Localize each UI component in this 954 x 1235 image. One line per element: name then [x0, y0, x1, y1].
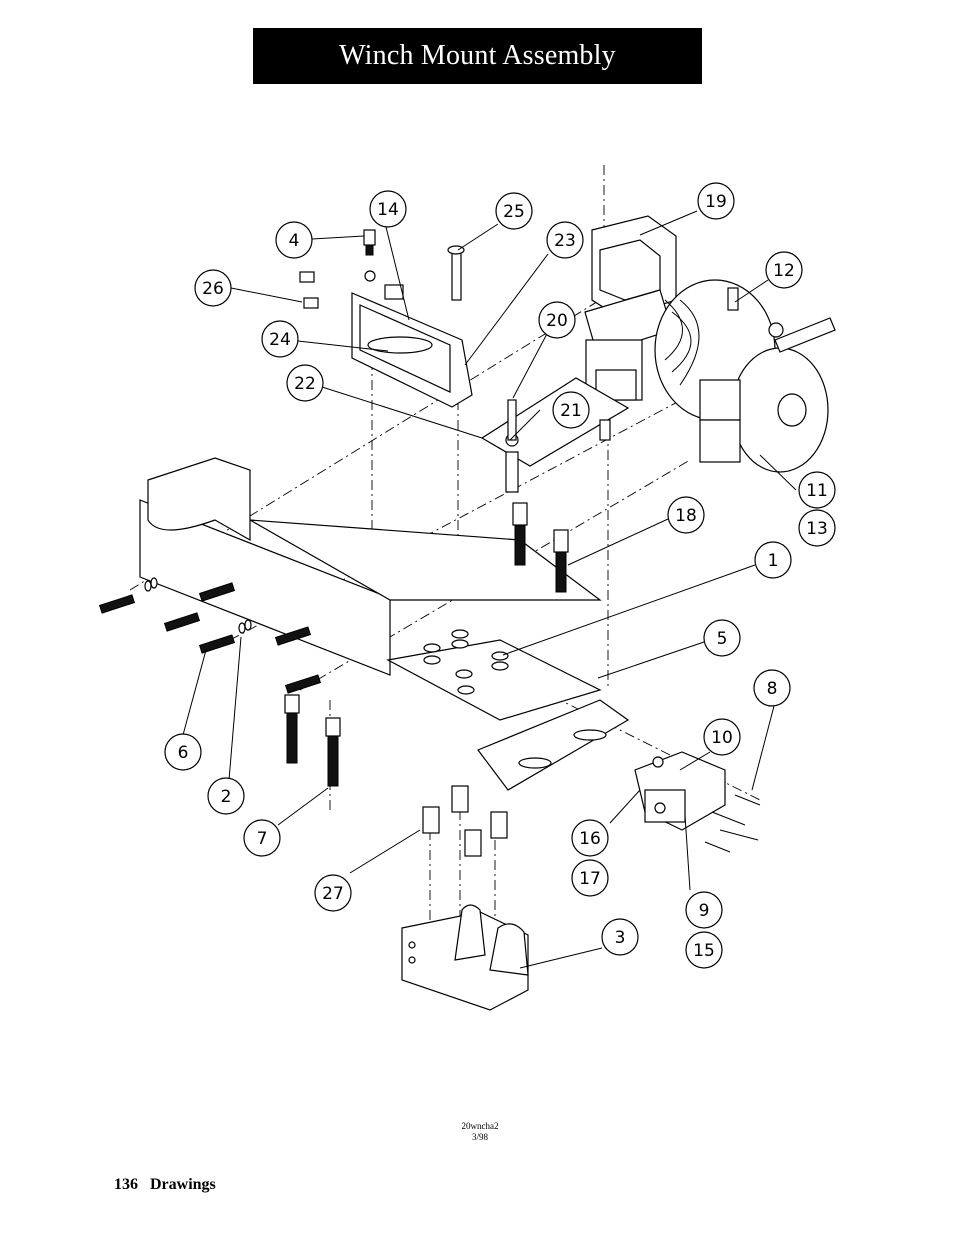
page-title: Winch Mount Assembly	[339, 40, 616, 71]
callout-6: 6	[164, 733, 202, 771]
callout-4: 4	[275, 221, 313, 259]
callout-22: 22	[286, 364, 324, 402]
callout-15: 15	[685, 931, 723, 969]
svg-text:27: 27	[322, 884, 344, 904]
callout-16: 16	[571, 819, 609, 857]
callout-2: 2	[207, 777, 245, 815]
svg-text:8: 8	[767, 679, 778, 699]
svg-text:24: 24	[269, 330, 291, 350]
callout-21: 21	[552, 391, 590, 429]
page-footer: 136 Drawings	[114, 1176, 224, 1194]
svg-text:4: 4	[289, 231, 300, 251]
svg-text:18: 18	[675, 506, 697, 526]
callout-labels: 4 14 25 23 19 12 26 20 24 22 21 11 13 18…	[164, 182, 836, 969]
svg-text:22: 22	[294, 374, 316, 394]
callout-13: 13	[798, 509, 836, 547]
winch-bracket-part	[351, 284, 473, 408]
washers	[144, 577, 509, 695]
callout-23: 23	[546, 221, 584, 259]
drawing-code: 20wncha2 3/98	[400, 1121, 560, 1143]
callout-19: 19	[697, 182, 735, 220]
long-bolts	[98, 502, 569, 787]
svg-text:23: 23	[554, 231, 576, 251]
svg-text:21: 21	[560, 401, 582, 421]
title-bar: Winch Mount Assembly	[253, 28, 702, 84]
mount-plate-part	[480, 377, 630, 493]
callout-10: 10	[703, 718, 741, 756]
svg-text:5: 5	[717, 629, 728, 649]
svg-text:13: 13	[806, 519, 828, 539]
svg-text:3: 3	[615, 928, 626, 948]
svg-text:19: 19	[705, 192, 727, 212]
svg-text:20: 20	[546, 311, 568, 331]
svg-text:2: 2	[221, 787, 232, 807]
main-frame-part	[139, 457, 630, 791]
callout-7: 7	[243, 819, 281, 857]
callout-24: 24	[261, 320, 299, 358]
svg-text:26: 26	[202, 279, 224, 299]
callout-17: 17	[571, 859, 609, 897]
svg-text:11: 11	[806, 481, 828, 501]
svg-text:14: 14	[377, 200, 399, 220]
svg-text:15: 15	[693, 941, 715, 961]
svg-text:17: 17	[579, 869, 601, 889]
callout-11: 11	[798, 471, 836, 509]
svg-text:6: 6	[178, 743, 189, 763]
leader-lines	[182, 210, 797, 969]
callout-3: 3	[601, 918, 639, 956]
callout-12: 12	[765, 251, 803, 289]
svg-text:9: 9	[699, 901, 710, 921]
svg-text:12: 12	[773, 261, 795, 281]
callout-27: 27	[314, 874, 352, 912]
callout-20: 20	[538, 301, 576, 339]
spacer-tubes	[422, 785, 508, 857]
callout-1: 1	[754, 541, 792, 579]
winch-body-part	[584, 215, 836, 473]
svg-text:1: 1	[768, 551, 779, 571]
callout-18: 18	[667, 496, 705, 534]
callout-5: 5	[703, 619, 741, 657]
page-number: 136	[114, 1176, 138, 1193]
svg-text:10: 10	[711, 728, 733, 748]
callout-25: 25	[495, 192, 533, 230]
callout-26: 26	[194, 269, 232, 307]
callout-8: 8	[753, 669, 791, 707]
svg-text:25: 25	[503, 202, 525, 222]
callout-9: 9	[685, 891, 723, 929]
drawing-number: 20wncha2	[461, 1121, 499, 1131]
base-bracket-part	[401, 904, 529, 1011]
pin-assembly-part	[634, 751, 761, 853]
svg-text:7: 7	[257, 829, 268, 849]
bracket-bolts	[299, 229, 465, 309]
callout-14: 14	[369, 190, 407, 228]
svg-text:16: 16	[579, 829, 601, 849]
section-name: Drawings	[150, 1176, 216, 1193]
drawing-date: 3/98	[471, 1132, 488, 1142]
